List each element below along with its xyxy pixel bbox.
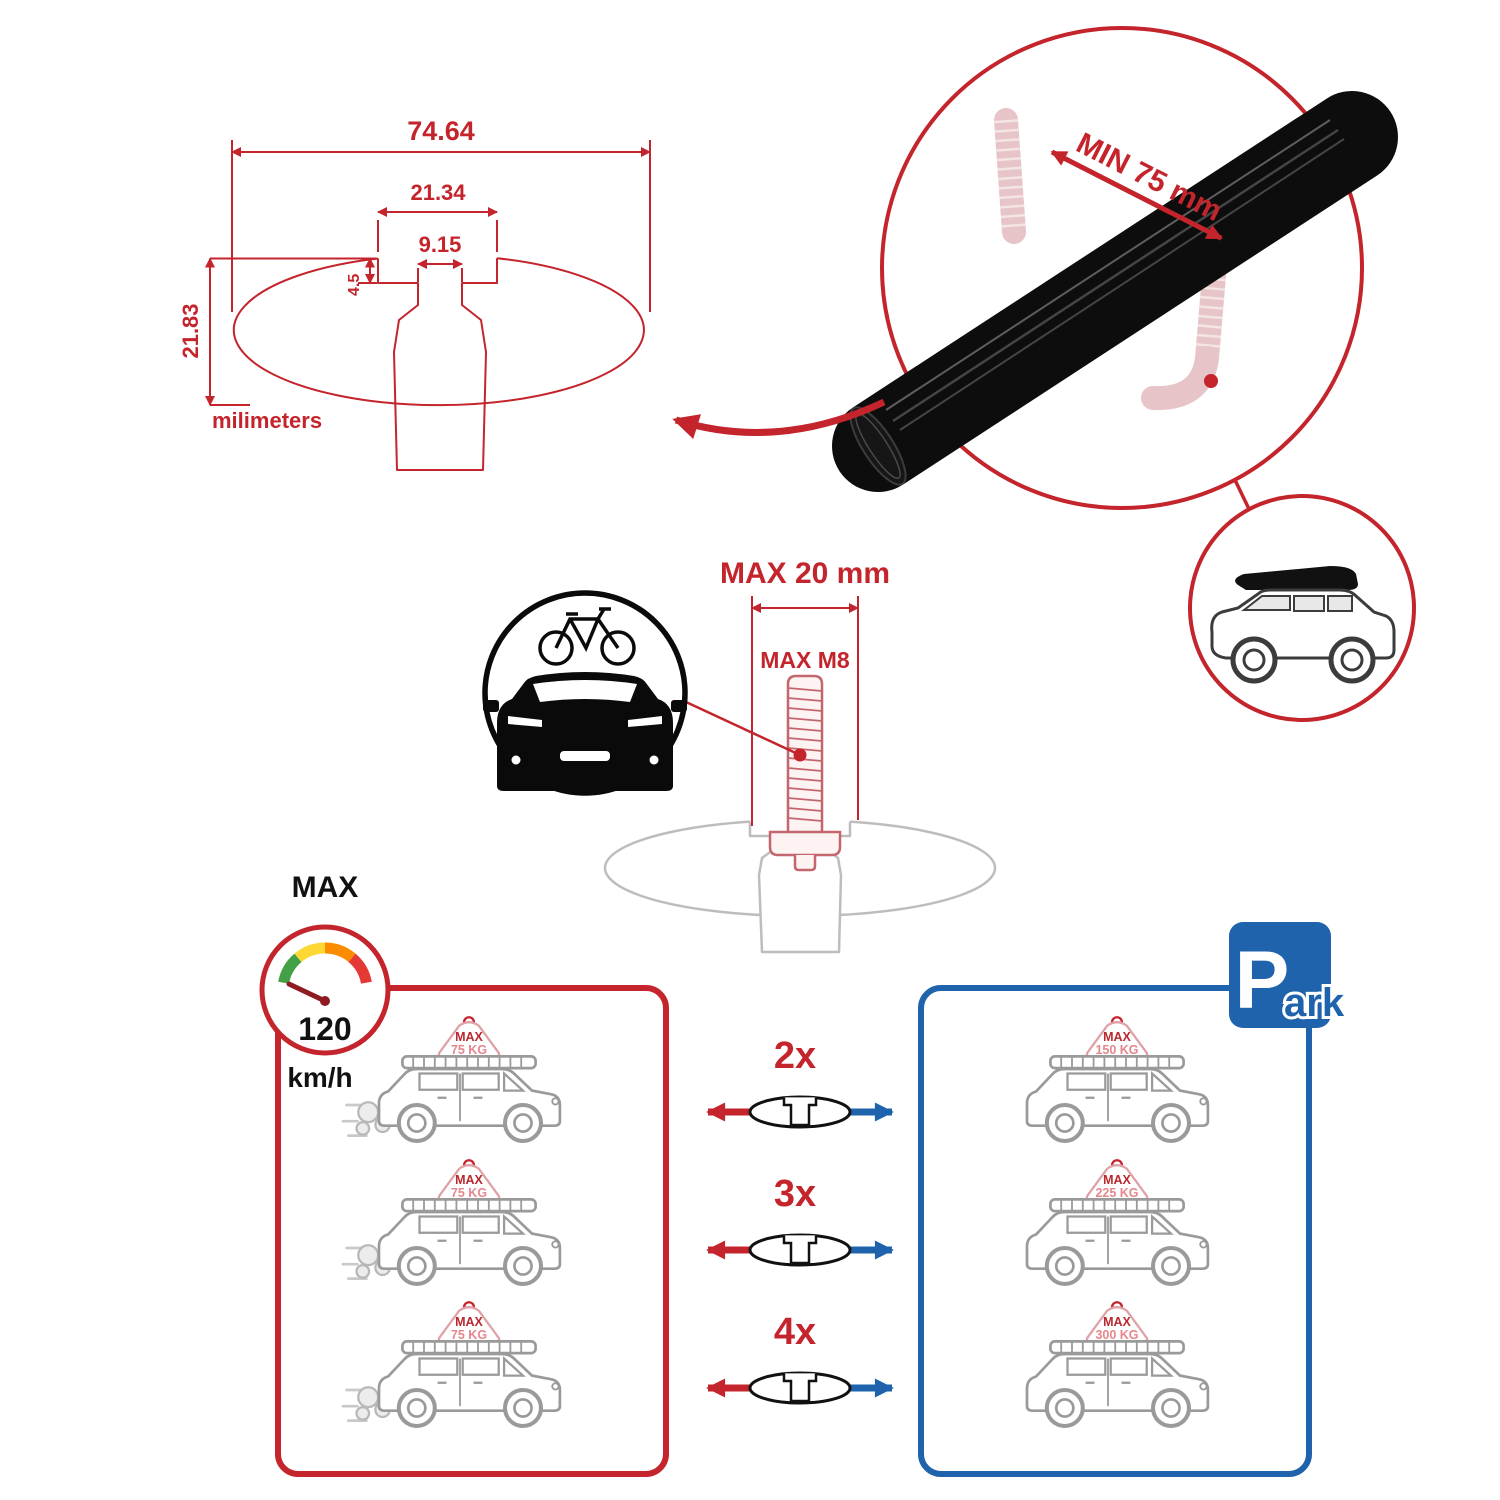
car-front-silhouette <box>483 672 687 791</box>
cargo-max-label: MAX <box>455 1173 483 1187</box>
detail-to-diagram-arrow <box>672 398 886 440</box>
crossbar-profile-ellipse <box>232 257 645 407</box>
gauge-pivot <box>320 996 330 1006</box>
dim-total-width: 74.64 <box>407 116 475 146</box>
bolt-leader-dot <box>793 748 807 762</box>
cargo-max-label: MAX <box>455 1315 483 1329</box>
suv-roofbox-circle <box>1188 494 1416 722</box>
black-crossbar <box>832 91 1398 492</box>
crossbar-dimension-diagram: 74.64 21.34 9.15 4.5 21.83 milimeters <box>178 116 651 471</box>
circle-connector-line <box>1233 479 1251 510</box>
t-bolt <box>768 674 842 872</box>
bike-icon <box>538 607 636 666</box>
cargo-value: 75 KG <box>451 1186 487 1200</box>
dim-height: 21.83 <box>178 303 203 358</box>
park-sign-letter: P <box>1235 935 1290 1026</box>
gauge-needle <box>286 981 328 1004</box>
bolt-thread-label: MAX M8 <box>760 647 850 673</box>
speed-unit: km/h <box>287 1062 352 1093</box>
dim-lip-depth: 4.5 <box>346 274 363 296</box>
speed-value: 120 <box>298 1011 351 1047</box>
gauge-arcs <box>278 942 372 984</box>
crossbar-slot-icon <box>782 1097 818 1127</box>
parked-cars: MAX 150 KG MAX 225 KG MAX 300 KG <box>1027 1017 1208 1426</box>
dim-slot-inner: 9.15 <box>419 232 462 257</box>
cargo-max-label: MAX <box>1103 1315 1131 1329</box>
fixing-point-dot <box>1204 374 1218 388</box>
crossbar-slot-icon <box>782 1373 818 1403</box>
bar-count-3: 4x <box>774 1311 816 1353</box>
cargo-value: 300 KG <box>1095 1328 1138 1342</box>
crossbar-slot-icon <box>782 1235 818 1265</box>
dim-unit-label: milimeters <box>212 408 322 433</box>
bar-count-rows: 2x 3x 4x <box>706 1035 894 1405</box>
crossbar-profile-slot <box>377 258 498 471</box>
dim-slot-outer: 21.34 <box>410 180 466 205</box>
cargo-value: 150 KG <box>1095 1043 1138 1057</box>
bar-count-1: 2x <box>774 1035 816 1077</box>
driving-cars: MAX 75 KG MAX 75 KG MAX 75 KG <box>341 1017 560 1426</box>
bolt-leader-line <box>685 700 801 757</box>
bar-detail-circle: MIN 75 mm <box>672 26 1398 510</box>
cargo-max-label: MAX <box>455 1030 483 1044</box>
cargo-max-label: MAX <box>1103 1173 1131 1187</box>
bolt-max-width-label: MAX 20 mm <box>720 557 890 590</box>
speed-limit-gauge: MAX 120 km/h <box>259 871 391 1093</box>
cargo-value: 75 KG <box>451 1043 487 1057</box>
bolt-diagram: MAX 20 mm MAX M8 <box>603 557 997 954</box>
bar-count-2: 3x <box>774 1173 816 1215</box>
cargo-value: 75 KG <box>451 1328 487 1342</box>
speed-max-label: MAX <box>292 871 359 904</box>
park-sign: P ark <box>1229 922 1348 1028</box>
suv-illustration <box>1210 566 1396 684</box>
car-front-circle <box>482 590 688 796</box>
cargo-max-label: MAX <box>1103 1030 1131 1044</box>
park-sign-suffix: ark <box>1284 981 1345 1025</box>
park-sign-plate <box>1229 922 1331 1028</box>
cargo-value: 225 KG <box>1095 1186 1138 1200</box>
